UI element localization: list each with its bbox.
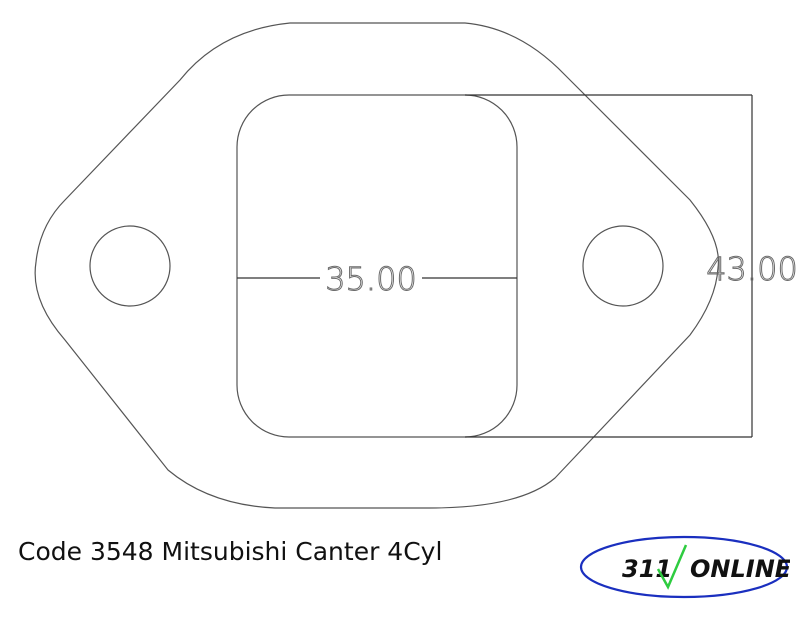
gasket-drawing: 35.00 43.00: [34, 22, 798, 509]
part-caption: Code 3548 Mitsubishi Canter 4Cyl: [18, 537, 443, 566]
logo-text-right: ONLINE: [690, 555, 790, 583]
height-dimension-label: 43.00: [706, 250, 798, 288]
bolt-hole-right: [582, 225, 664, 307]
port-opening: [236, 94, 518, 438]
bolt-hole-left: [89, 225, 171, 307]
gasket-outline: [34, 22, 720, 509]
width-dimension-label: 35.00: [325, 260, 417, 298]
check-icon: [656, 544, 688, 590]
logo-311-online: 311 ONLINE: [579, 535, 790, 599]
